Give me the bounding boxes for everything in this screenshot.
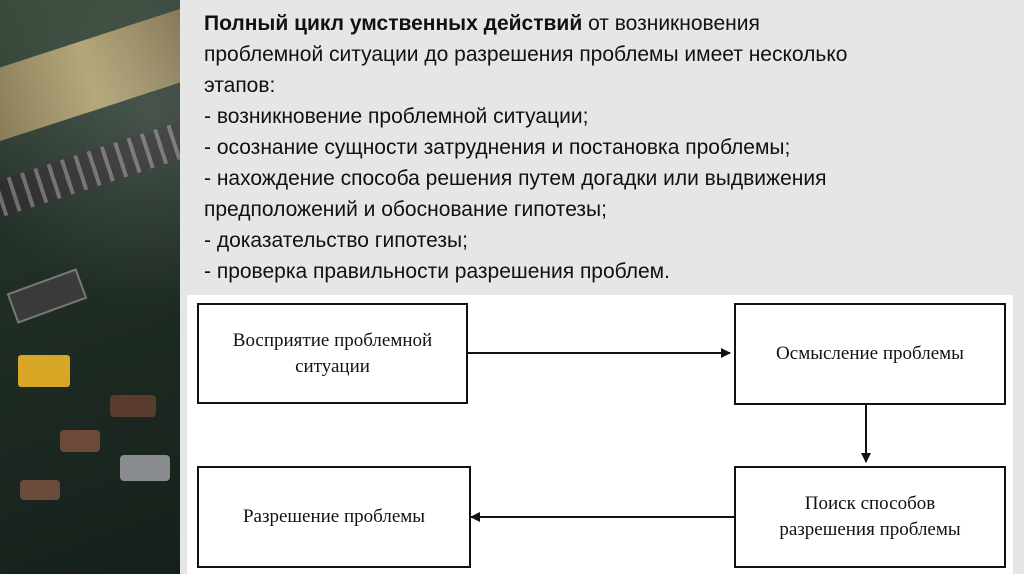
box-comprehension: Осмысление проблемы bbox=[734, 303, 1006, 405]
box-search-line2: разрешения проблемы bbox=[779, 519, 961, 540]
stage-item: - осознание сущности затруднения и поста… bbox=[204, 136, 791, 159]
box-resolution-label: Разрешение проблемы bbox=[242, 506, 426, 527]
box-resolution: Разрешение проблемы bbox=[197, 466, 471, 568]
photo-glow bbox=[0, 0, 180, 574]
box-comprehension-label: Осмысление проблемы bbox=[776, 343, 964, 364]
board-component bbox=[120, 455, 170, 481]
stage-item: - проверка правильности разрешения пробл… bbox=[204, 260, 670, 283]
stage-item: - возникновение проблемной ситуации; bbox=[204, 105, 589, 128]
box-perception: Восприятие проблемной ситуации bbox=[197, 303, 468, 404]
problem-cycle-diagram: Восприятие проблемной ситуации Осмыслени… bbox=[187, 295, 1013, 574]
box-search-line1: Поиск способов bbox=[804, 493, 936, 514]
board-component bbox=[60, 430, 100, 452]
box-search: Поиск способов разрешения проблемы bbox=[734, 466, 1006, 568]
stage-item: предположений и обоснование гипотезы; bbox=[204, 198, 607, 221]
board-component bbox=[20, 480, 60, 500]
box-perception-line2: ситуации bbox=[295, 355, 370, 377]
board-capacitor bbox=[18, 355, 70, 387]
circuit-board-photo bbox=[0, 0, 180, 574]
diagram-arrows bbox=[468, 348, 871, 522]
stage-item: - нахождение способа решения путем догад… bbox=[204, 167, 827, 190]
stage-item: - доказательство гипотезы; bbox=[204, 229, 468, 252]
intro-bold: Полный цикл умственных действий bbox=[204, 12, 583, 35]
box-perception-line1: Восприятие проблемной bbox=[232, 329, 433, 351]
slide-text: Полный цикл умственных действий от возни… bbox=[204, 8, 1009, 287]
intro-line-3: этапов: bbox=[204, 74, 276, 97]
intro-line-2: проблемной ситуации до разрешения пробле… bbox=[204, 43, 848, 66]
intro-rest: от возникновения bbox=[582, 12, 760, 35]
intro-line-1: Полный цикл умственных действий от возни… bbox=[204, 8, 1009, 39]
board-component bbox=[110, 395, 156, 417]
